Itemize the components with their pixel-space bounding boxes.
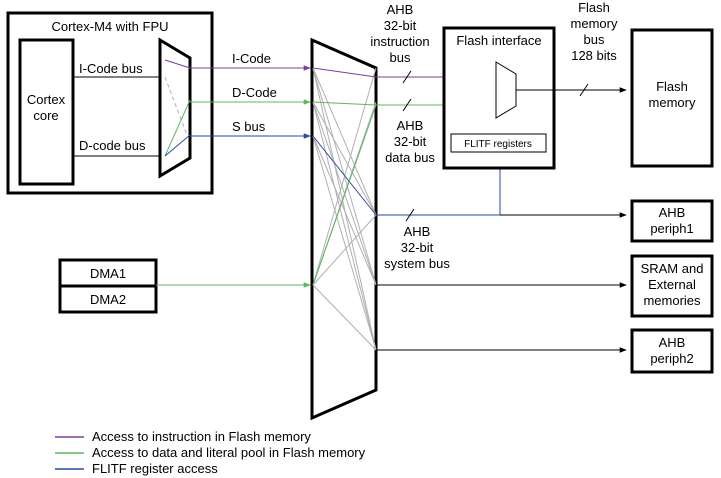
svg-text:AHB: AHB [397,118,424,133]
cortex-core-box [18,38,75,186]
flash-memory-block: Flash memory [630,28,714,168]
legend: Access to instruction in Flash memory Ac… [55,429,366,476]
matrix-wire-dma [312,104,377,286]
svg-text:AHB: AHB [659,335,686,350]
icode-label: I-Code [232,51,271,66]
flash-bus-label: Flash memory bus 128 bits [571,0,618,63]
matrix-wire-sbus [312,135,377,216]
svg-text:32-bit: 32-bit [394,134,427,149]
dma-block: DMA1 DMA2 [58,258,311,314]
ahb-periph2-block: AHB periph2 [630,328,714,374]
dma1-label: DMA1 [90,266,126,281]
ahb-periph1-block: AHB periph1 [630,199,714,243]
ahb-system-label: AHB 32-bit system bus [384,224,450,271]
sram-block: SRAM and External memories [630,254,714,318]
svg-text:Flash: Flash [656,79,688,94]
cortex-m4-block: Cortex-M4 with FPU Cortex core I-Code bu… [6,11,214,195]
svg-text:AHB: AHB [387,2,414,17]
svg-text:periph2: periph2 [650,351,693,366]
svg-text:32-bit: 32-bit [401,240,434,255]
legend-label-instruction: Access to instruction in Flash memory [92,429,311,444]
svg-text:Flash: Flash [578,0,610,15]
svg-text:system bus: system bus [384,256,450,271]
bus-matrix [310,37,378,421]
flitf-registers-label: FLITF registers [464,139,532,150]
svg-text:AHB: AHB [404,224,431,239]
mux-wire-sbus [164,134,191,157]
bus-mux [158,37,192,179]
dcode-label: D-Code [232,85,277,100]
svg-text:memory: memory [649,95,696,110]
ahb-data-label: AHB 32-bit data bus [385,118,435,165]
svg-text:data bus: data bus [385,150,435,165]
legend-label-flitf: FLITF register access [92,461,218,476]
svg-text:memory: memory [571,16,618,31]
mux-wire-dcode [164,99,191,157]
flash-mux [495,61,517,119]
flash-interface-block: Flash interface FLITF registers [442,26,627,170]
svg-text:instruction: instruction [370,34,429,49]
flitf-registers-box [450,133,547,153]
svg-text:SRAM and: SRAM and [641,261,704,276]
matrix-wire-data [312,101,377,106]
matrix-wire-instruction [312,67,377,78]
sbus-label: S bus [232,119,266,134]
svg-text:periph1: periph1 [650,221,693,236]
svg-text:128 bits: 128 bits [571,48,617,63]
mux-wire-icode [164,59,191,69]
cortex-buses: I-Code D-Code S bus [190,51,311,139]
svg-text:bus: bus [390,50,411,65]
mux-wire-dashed [164,76,188,136]
ahb-instruction-label: AHB 32-bit instruction bus [370,2,429,65]
svg-text:AHB: AHB [659,205,686,220]
svg-text:32-bit: 32-bit [384,18,417,33]
cortex-core-label-2: core [33,108,58,123]
dcode-bus-label: D-code bus [79,138,146,153]
svg-text:bus: bus [584,32,605,47]
svg-text:memories: memories [643,293,701,308]
cortex-core-label-1: Cortex [27,92,66,107]
svg-text:External: External [648,277,696,292]
cortex-title: Cortex-M4 with FPU [51,19,168,34]
dma2-label: DMA2 [90,292,126,307]
flash-interface-title: Flash interface [456,33,541,48]
legend-label-data: Access to data and literal pool in Flash… [92,445,366,460]
icode-bus-label: I-Code bus [79,61,143,76]
